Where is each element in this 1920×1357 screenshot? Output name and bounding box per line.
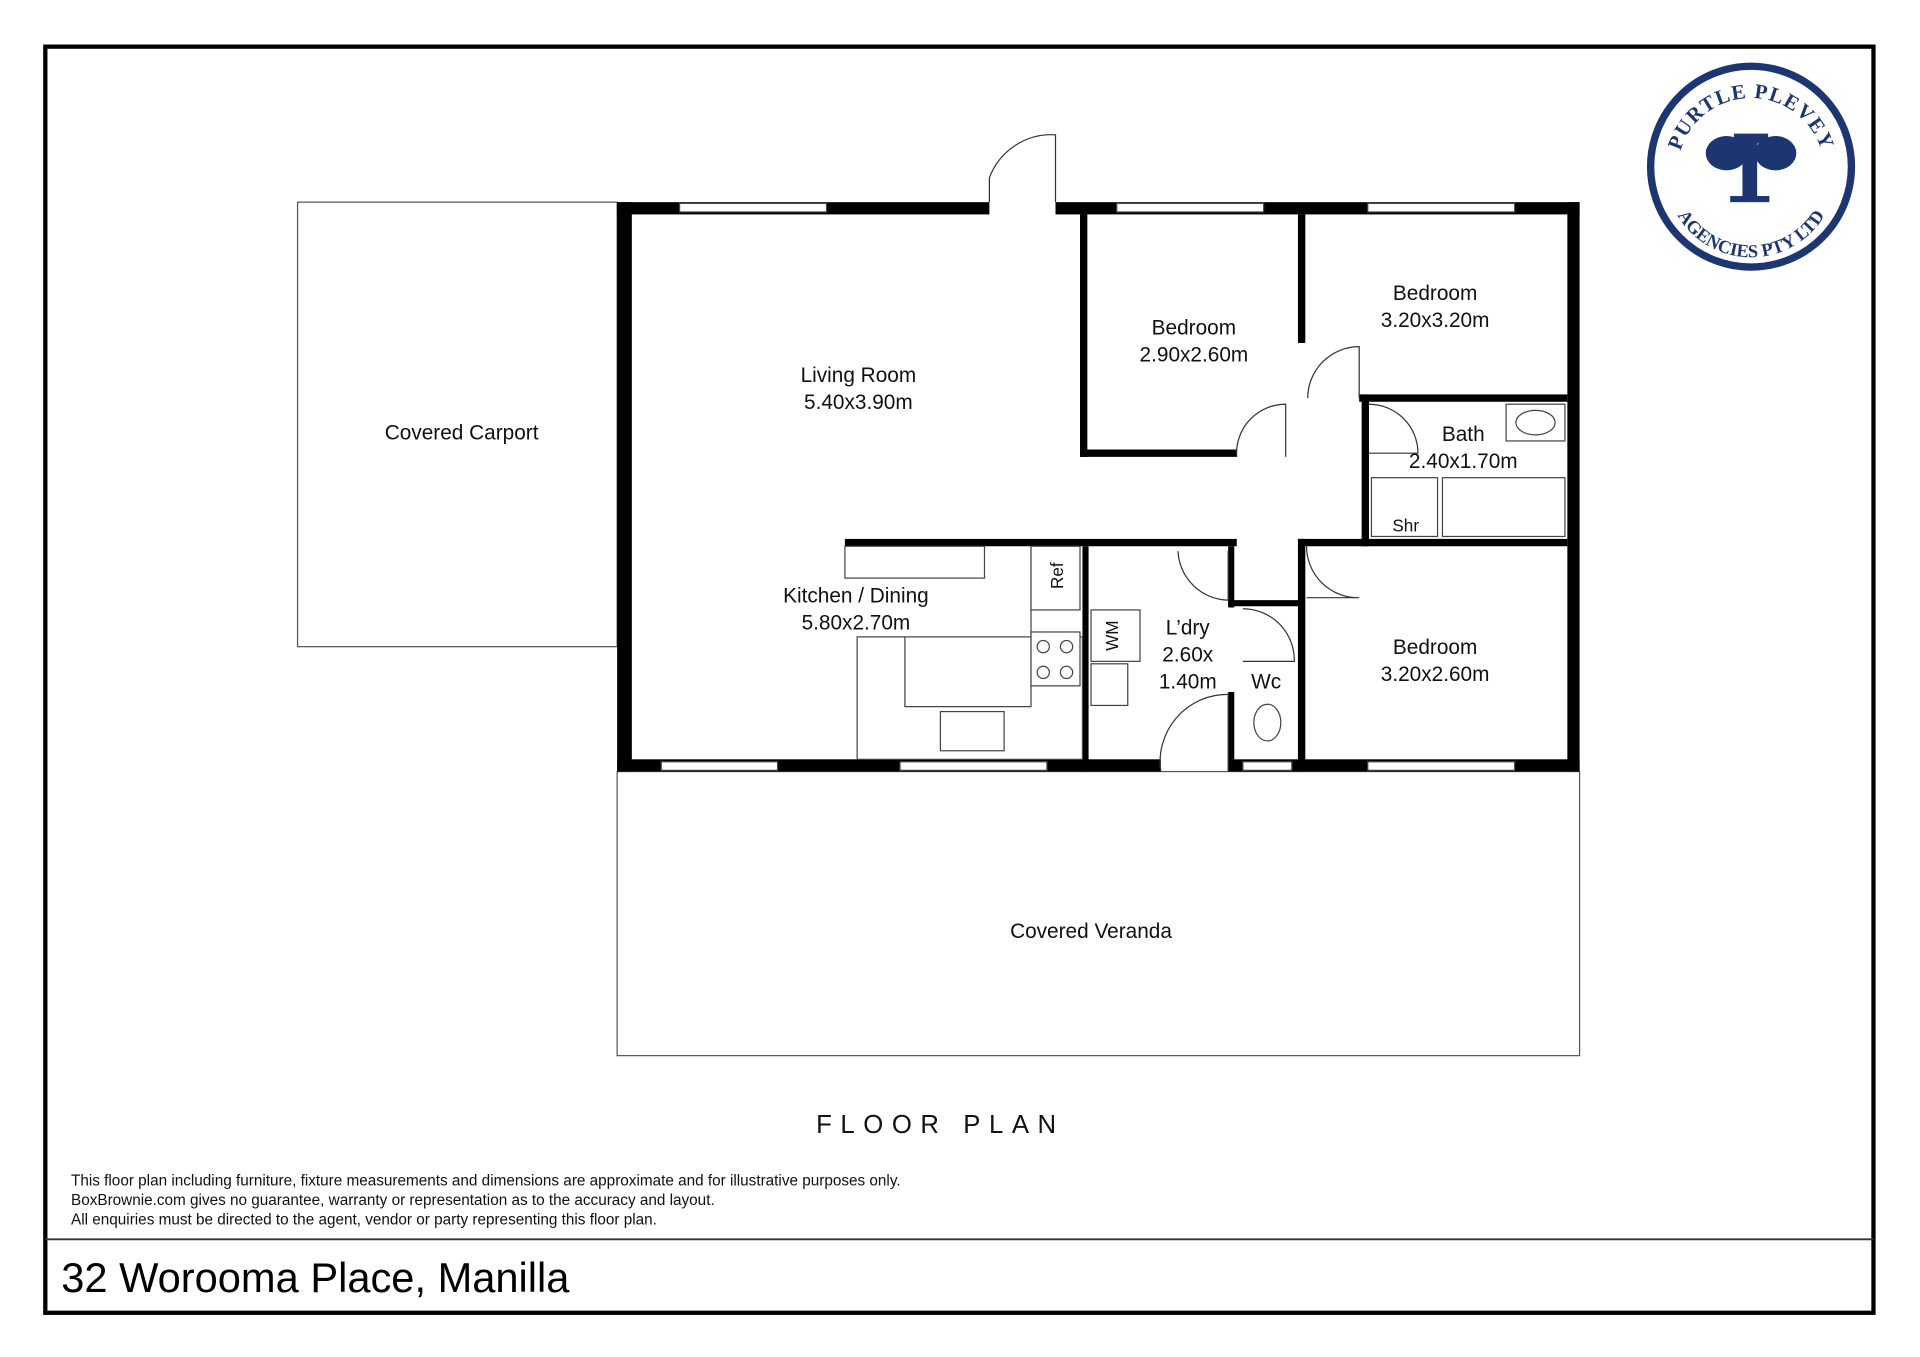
shower-label: Shr xyxy=(1392,516,1419,536)
bedroom2-name: Bedroom xyxy=(1393,282,1477,305)
bedroom2-size: 3.20x3.20m xyxy=(1381,309,1490,332)
disclaimer-line-2: BoxBrownie.com gives no guarantee, warra… xyxy=(71,1192,715,1209)
page-title: FLOOR PLAN xyxy=(816,1111,1065,1139)
laundry-size-1: 2.60x xyxy=(1162,643,1213,666)
living-room-name: Living Room xyxy=(801,364,917,387)
walls xyxy=(617,202,1580,772)
bath-size: 2.40x1.70m xyxy=(1409,450,1518,473)
bedroom1-name: Bedroom xyxy=(1152,316,1236,339)
wc-label: Wc xyxy=(1251,670,1281,693)
laundry-size-2: 1.40m xyxy=(1159,670,1217,693)
washer-label: WM xyxy=(1102,620,1122,650)
laundry-name: L’dry xyxy=(1166,616,1211,639)
doors xyxy=(988,134,1419,772)
agency-logo: PURTLE PLEVEY AGENCIES PTY LTD xyxy=(1646,62,1856,271)
veranda-outline xyxy=(616,770,1581,1057)
fridge-label: Ref xyxy=(1047,562,1067,589)
kitchen-size: 5.80x2.70m xyxy=(802,612,911,635)
bedroom1-size: 2.90x2.60m xyxy=(1140,343,1249,366)
veranda-label: Covered Veranda xyxy=(1010,920,1172,943)
address: 32 Worooma Place, Manilla xyxy=(61,1254,570,1301)
disclaimer-line-1: This floor plan including furniture, fix… xyxy=(71,1172,901,1189)
living-room-size: 5.40x3.90m xyxy=(804,391,913,414)
disclaimer-line-3: All enquiries must be directed to the ag… xyxy=(71,1212,657,1229)
bedroom3-size: 3.20x2.60m xyxy=(1381,663,1490,686)
kitchen-name: Kitchen / Dining xyxy=(783,585,929,608)
fixtures xyxy=(844,403,1566,760)
carport-label: Covered Carport xyxy=(385,422,539,445)
sheet-frame xyxy=(43,44,1876,1315)
bath-name: Bath xyxy=(1442,423,1485,446)
bedroom3-name: Bedroom xyxy=(1393,636,1477,659)
